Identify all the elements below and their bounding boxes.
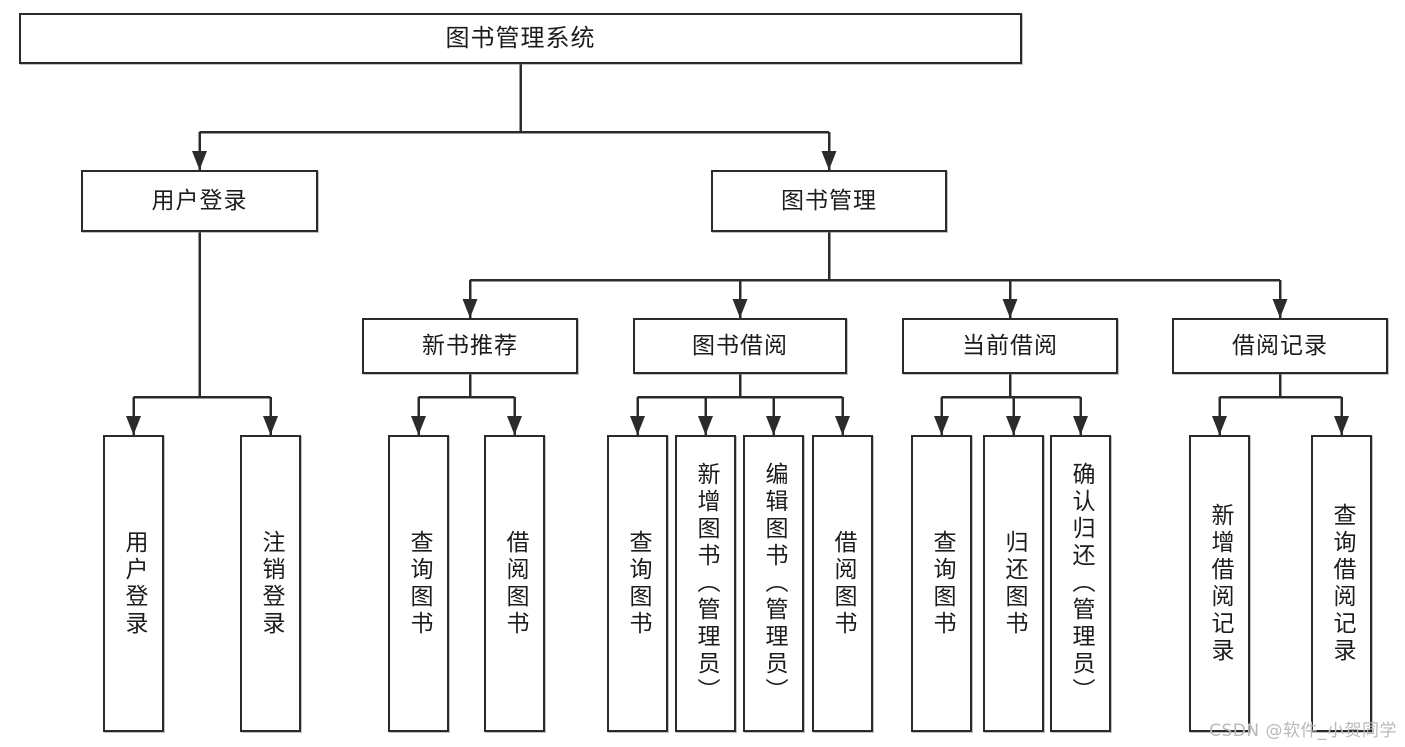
- node-leaf-query-book-3[interactable]: 查询图书: [911, 435, 972, 732]
- node-book-borrow-label: 图书借阅: [692, 332, 788, 359]
- node-leaf-user-logout[interactable]: 注销登录: [240, 435, 301, 732]
- node-leaf-add-book-label: 新增图书（管理员）: [693, 462, 719, 705]
- node-current-borrow[interactable]: 当前借阅: [902, 318, 1118, 374]
- node-borrow-record[interactable]: 借阅记录: [1172, 318, 1388, 374]
- node-leaf-query-borrow-record-label: 查询借阅记录: [1329, 502, 1355, 665]
- node-leaf-add-borrow-record[interactable]: 新增借阅记录: [1189, 435, 1250, 732]
- node-user-login[interactable]: 用户登录: [81, 170, 318, 232]
- node-new-book-recommend[interactable]: 新书推荐: [362, 318, 578, 374]
- node-leaf-borrow-book-1[interactable]: 借阅图书: [484, 435, 545, 732]
- node-leaf-query-book-3-label: 查询图书: [929, 529, 955, 638]
- node-leaf-borrow-book-1-label: 借阅图书: [502, 529, 528, 638]
- node-leaf-query-book-2-label: 查询图书: [625, 529, 651, 638]
- node-leaf-borrow-book-2-label: 借阅图书: [830, 529, 856, 638]
- node-leaf-query-book-1-label: 查询图书: [406, 529, 432, 638]
- node-leaf-user-login[interactable]: 用户登录: [103, 435, 164, 732]
- node-root[interactable]: 图书管理系统: [19, 13, 1022, 64]
- node-leaf-return-book[interactable]: 归还图书: [983, 435, 1044, 732]
- node-leaf-add-book[interactable]: 新增图书（管理员）: [675, 435, 736, 732]
- node-leaf-add-borrow-record-label: 新增借阅记录: [1207, 502, 1233, 665]
- node-user-login-label: 用户登录: [151, 187, 248, 214]
- node-book-manage[interactable]: 图书管理: [711, 170, 947, 232]
- node-leaf-user-logout-label: 注销登录: [258, 529, 284, 638]
- node-leaf-confirm-return-label: 确认归还（管理员）: [1068, 462, 1094, 705]
- node-leaf-edit-book[interactable]: 编辑图书（管理员）: [743, 435, 804, 732]
- node-root-label: 图书管理系统: [445, 23, 596, 52]
- watermark: CSDN @软件_小贺同学: [1209, 721, 1397, 741]
- node-book-manage-label: 图书管理: [781, 187, 877, 214]
- node-borrow-record-label: 借阅记录: [1232, 332, 1328, 359]
- node-leaf-edit-book-label: 编辑图书（管理员）: [761, 462, 787, 705]
- node-leaf-return-book-label: 归还图书: [1001, 529, 1027, 638]
- node-leaf-user-login-label: 用户登录: [121, 529, 147, 638]
- node-book-borrow[interactable]: 图书借阅: [633, 318, 847, 374]
- node-current-borrow-label: 当前借阅: [962, 332, 1058, 359]
- node-leaf-query-borrow-record[interactable]: 查询借阅记录: [1311, 435, 1372, 732]
- node-leaf-query-book-1[interactable]: 查询图书: [388, 435, 449, 732]
- node-leaf-confirm-return[interactable]: 确认归还（管理员）: [1050, 435, 1111, 732]
- node-leaf-query-book-2[interactable]: 查询图书: [607, 435, 668, 732]
- node-leaf-borrow-book-2[interactable]: 借阅图书: [812, 435, 873, 732]
- node-new-book-recommend-label: 新书推荐: [422, 332, 518, 359]
